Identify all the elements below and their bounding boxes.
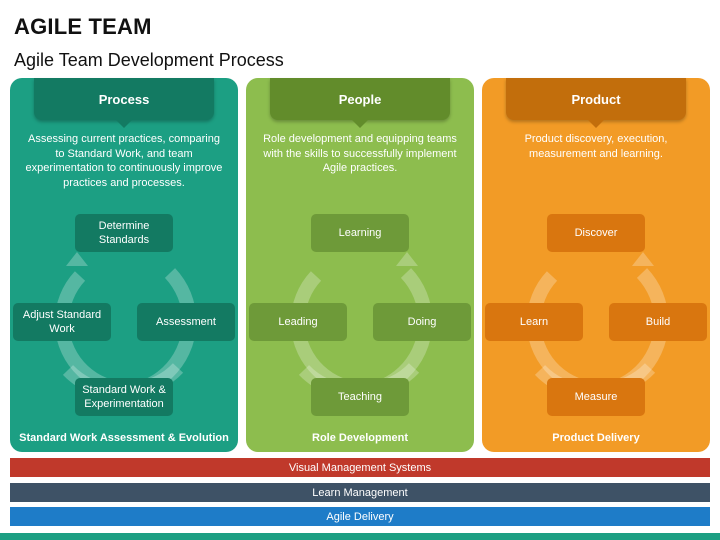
node-learn: Learn xyxy=(485,303,583,341)
node-learning: Learning xyxy=(311,214,409,252)
people-description: Role development and equipping teams wit… xyxy=(263,133,457,174)
node-adjust-standard-work: Adjust Standard Work xyxy=(13,303,111,341)
node-discover: Discover xyxy=(547,214,645,252)
people-tab: People xyxy=(270,78,450,128)
process-tab: Process xyxy=(34,78,214,128)
node-determine-standards: Determine Standards xyxy=(75,214,173,252)
bar-agile-delivery: Agile Delivery xyxy=(10,507,710,526)
bar-visual-management: Visual Management Systems xyxy=(10,458,710,477)
product-description: Product discovery, execution, measuremen… xyxy=(524,133,668,160)
node-measure: Measure xyxy=(547,378,645,416)
node-build: Build xyxy=(609,303,707,341)
page-subtitle: Agile Team Development Process xyxy=(14,50,284,70)
page-title: AGILE TEAM xyxy=(14,14,152,39)
node-teaching: Teaching xyxy=(311,378,409,416)
product-panel: Product Product discovery, execution, me… xyxy=(482,78,710,452)
node-doing: Doing xyxy=(373,303,471,341)
bar-learn-management: Learn Management xyxy=(10,483,710,502)
process-footer: Standard Work Assessment & Evolution xyxy=(19,432,229,444)
node-standard-work-experimentation: Standard Work & Experimentation xyxy=(75,378,173,416)
people-footer: Role Development xyxy=(312,432,408,444)
node-leading: Leading xyxy=(249,303,347,341)
process-description: Assessing current practices, comparing t… xyxy=(25,133,223,189)
people-panel: People Role development and equipping te… xyxy=(246,78,474,452)
product-tab: Product xyxy=(506,78,686,128)
bottom-stripe xyxy=(0,533,720,540)
node-assessment: Assessment xyxy=(137,303,235,341)
process-panel: Process Assessing current practices, com… xyxy=(10,78,238,452)
product-footer: Product Delivery xyxy=(552,432,640,444)
